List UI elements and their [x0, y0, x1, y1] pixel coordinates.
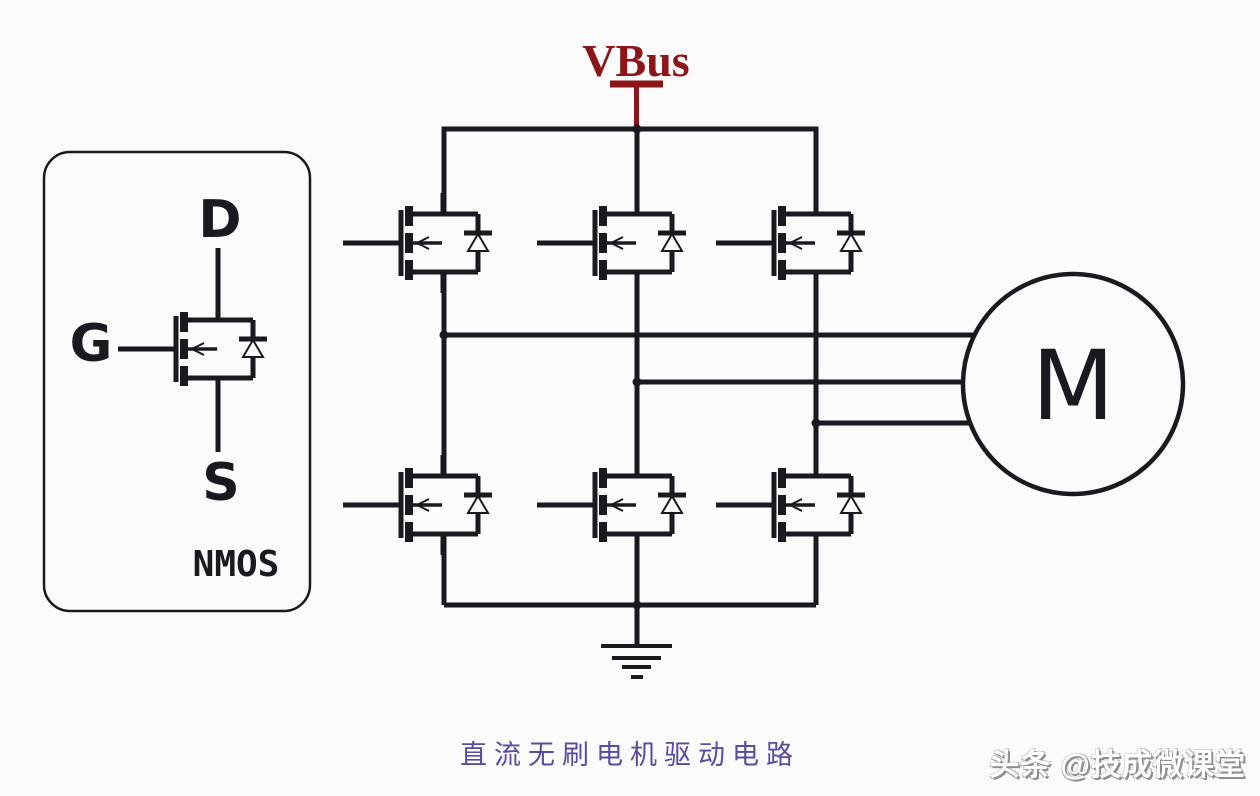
junction-dot — [811, 418, 821, 428]
legend-drain-label: D — [198, 190, 241, 250]
nmos-transistor-low-side-a — [343, 455, 492, 555]
top-rail-wire — [441, 126, 819, 215]
motor: M — [960, 271, 1186, 497]
junction-dot — [439, 330, 449, 340]
legend-box — [42, 150, 312, 613]
nmos-transistor-high-side-b — [537, 193, 686, 293]
nmos-transistor-low-side-b — [537, 455, 686, 555]
diagram-caption: 直流无刷电机驱动电路 — [460, 740, 800, 770]
ground-icon — [601, 605, 672, 679]
nmos-transistor-high-side-a — [343, 193, 492, 293]
vbus-supply: VBus — [582, 35, 690, 131]
motor-circle — [960, 271, 1186, 497]
junction-dot — [632, 124, 642, 134]
motor-label: M — [1032, 330, 1115, 442]
nmos-legend: D G S NMOS — [42, 150, 312, 613]
vbus-label: VBus — [582, 35, 689, 86]
nmos-transistor-high-side-c — [716, 193, 865, 293]
legend-source-label: S — [202, 453, 239, 513]
junction-dot — [632, 377, 642, 387]
legend-gate-label: G — [70, 314, 113, 374]
watermark-text: 头条 @技成微课堂 — [989, 749, 1246, 782]
nmos-transistor-legend — [118, 299, 267, 399]
legend-device-label: NMOS — [193, 544, 280, 585]
bridge-wiring — [439, 124, 1010, 610]
nmos-transistor-low-side-c — [716, 455, 865, 555]
